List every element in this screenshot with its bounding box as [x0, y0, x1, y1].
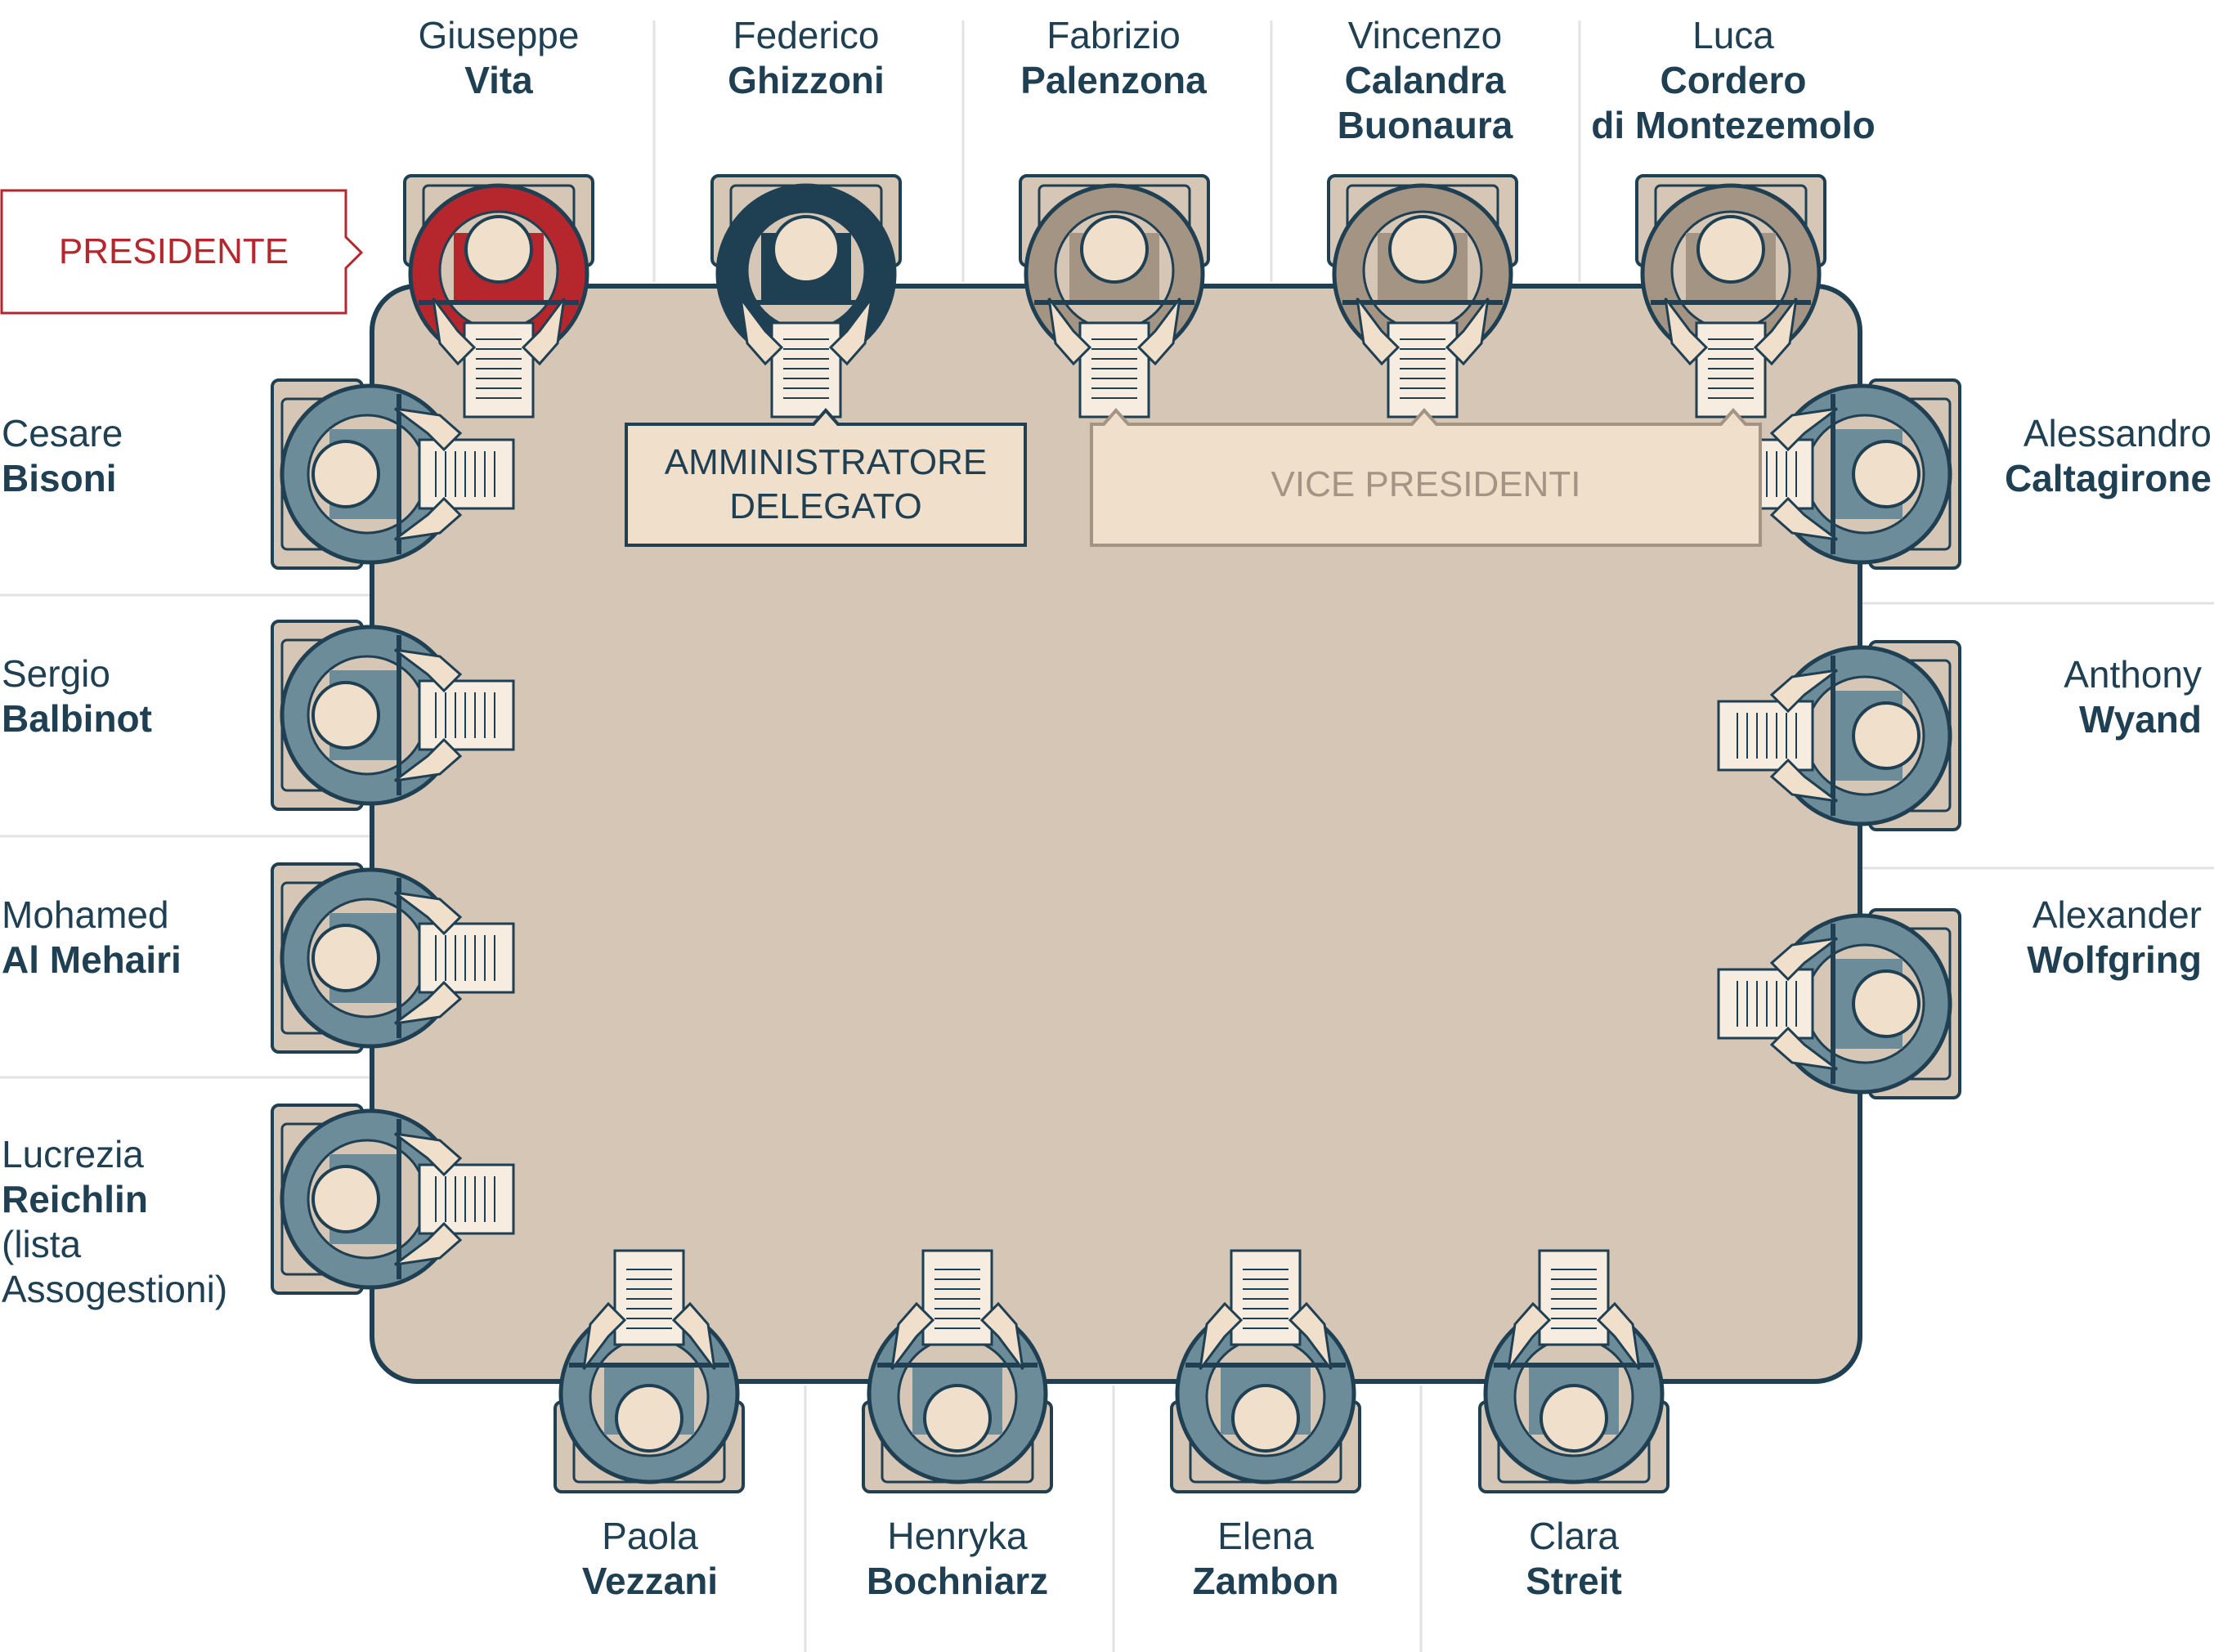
seat-left-0 — [271, 378, 515, 570]
member-name-bottom-3: Clara Streit — [1526, 1515, 1622, 1602]
member-name-bottom-1: Henryka Bochniarz — [866, 1515, 1049, 1602]
seat-bottom-2 — [1170, 1249, 1361, 1493]
vice-presidenti-callout — [1090, 407, 1762, 547]
seat-right-0 — [1717, 378, 1961, 570]
member-name-top-4: Luca Cordero di Montezemolo — [1591, 14, 1876, 146]
ad-line-2: DELEGATO — [729, 486, 922, 526]
member-name-left-2: Mohamed Al Mehairi — [2, 893, 182, 981]
ad-line-1: AMMINISTRATORE — [664, 442, 988, 482]
seat-top-1 — [710, 174, 902, 419]
member-name-bottom-0: Paola Vezzani — [581, 1515, 719, 1602]
member-name-left-1: Sergio Balbinot — [2, 652, 152, 740]
separator-lines — [0, 20, 2214, 1652]
member-name-left-3: Lucrezia Reichlin (lista Assogestioni) — [2, 1133, 228, 1310]
member-name-right-1: Anthony Wyand — [2064, 653, 2202, 741]
vice-presidenti-label: VICE PRESIDENTI — [1091, 424, 1760, 545]
seat-bottom-3 — [1478, 1249, 1669, 1493]
member-name-right-0: Alessandro Caltagirone — [2004, 412, 2212, 499]
seat-right-2 — [1717, 908, 1961, 1099]
presidente-callout — [0, 189, 364, 315]
seat-right-1 — [1717, 640, 1961, 831]
member-name-top-2: Fabrizio Palenzona — [1020, 14, 1207, 101]
amministratore-delegato-callout — [625, 407, 1027, 547]
seats — [271, 174, 1961, 1493]
member-name-top-0: Giuseppe Vita — [418, 14, 580, 101]
member-name-right-2: Alexander Wolfgring — [2027, 893, 2202, 981]
vice-presidenti-text: VICE PRESIDENTI — [1271, 464, 1581, 504]
seat-top-4 — [1635, 174, 1826, 419]
seat-left-2 — [271, 862, 515, 1054]
seat-left-1 — [271, 620, 515, 811]
seat-top-3 — [1327, 174, 1518, 419]
seat-bottom-1 — [862, 1249, 1053, 1493]
member-name-top-1: Federico Ghizzoni — [728, 14, 885, 101]
seat-left-3 — [271, 1104, 515, 1295]
seat-top-0 — [403, 174, 594, 419]
seat-bottom-0 — [554, 1249, 745, 1493]
member-name-top-3: Vincenzo Calandra Buonaura — [1337, 14, 1513, 146]
amministratore-delegato-label: AMMINISTRATORE DELEGATO — [626, 424, 1025, 545]
presidente-text: PRESIDENTE — [58, 231, 289, 271]
member-name-bottom-2: Elena Zambon — [1192, 1515, 1339, 1602]
member-name-left-0: Cesare Bisoni — [2, 412, 123, 499]
seat-top-2 — [1019, 174, 1210, 419]
presidente-label: PRESIDENTE — [2, 190, 346, 313]
